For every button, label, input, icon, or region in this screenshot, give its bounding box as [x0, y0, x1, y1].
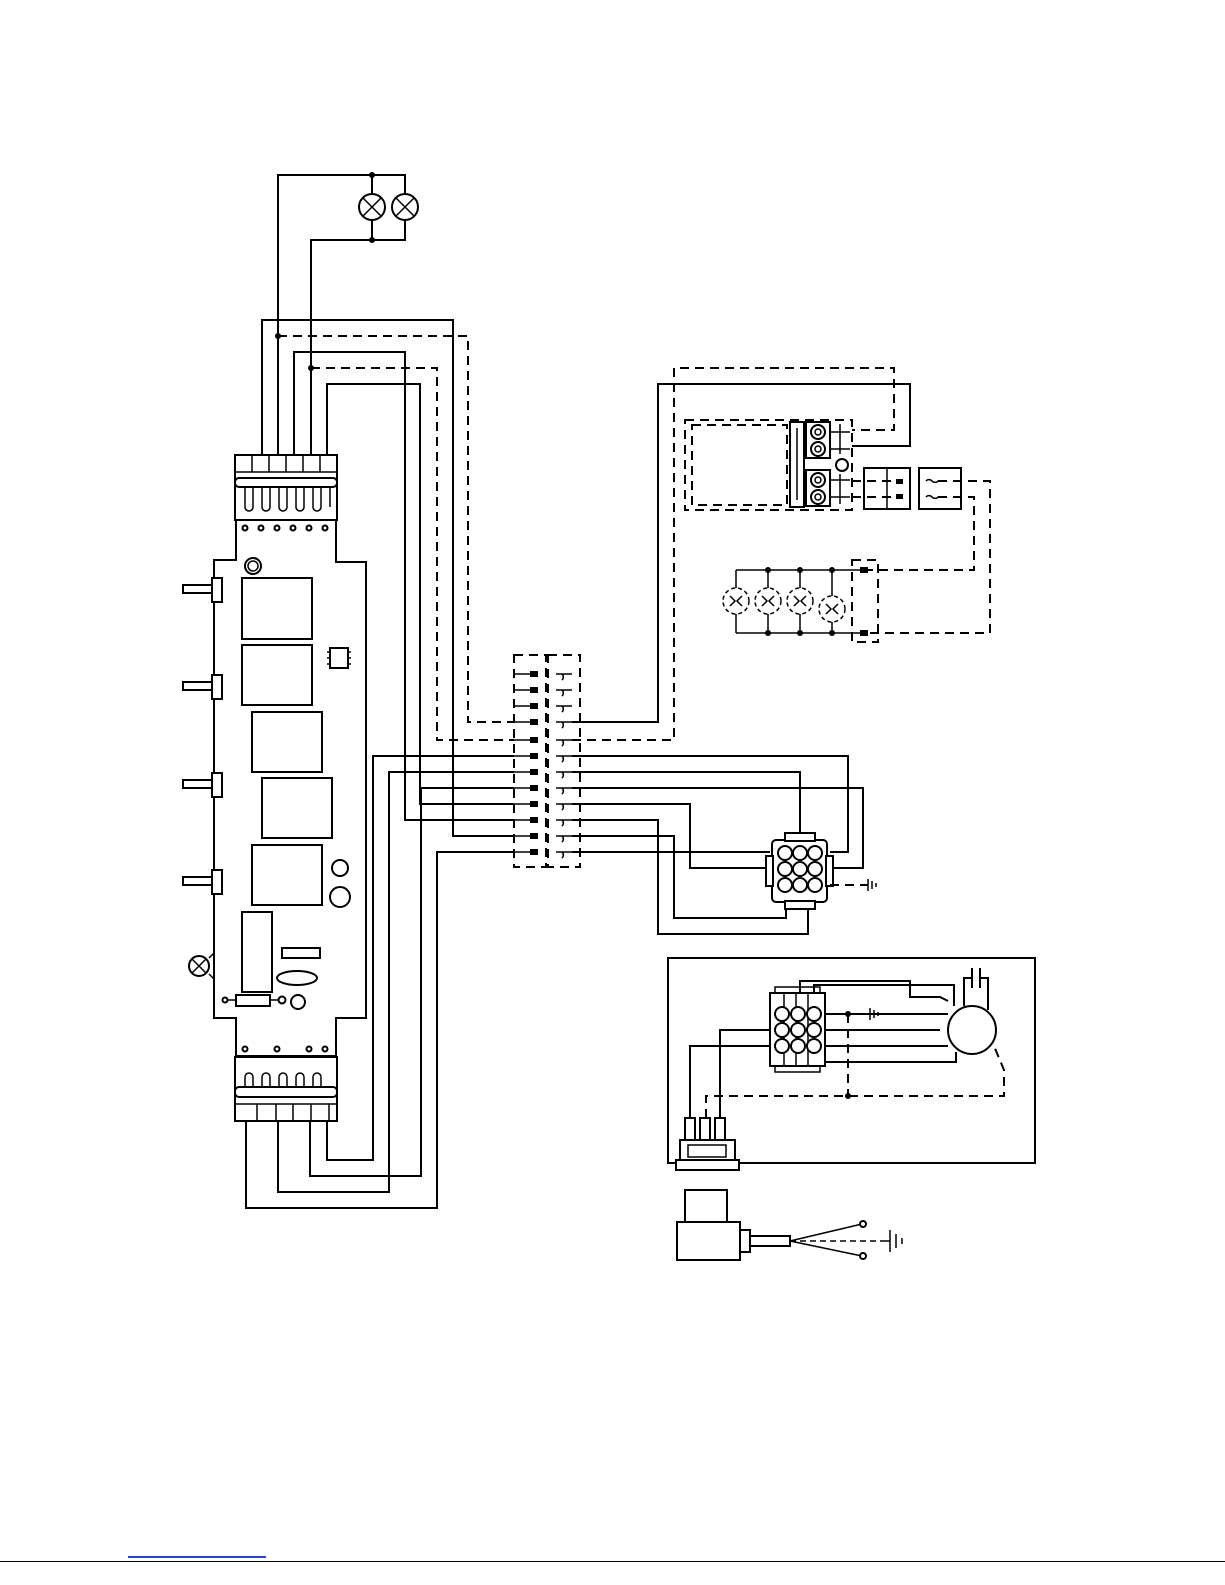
bulb-icon: [819, 570, 845, 633]
lamp-icon: [359, 194, 385, 220]
control-board: [183, 455, 366, 1121]
terminal-pin: [514, 849, 572, 858]
ground-icon: [880, 1230, 902, 1252]
motor-box: [668, 958, 1035, 1170]
connector-9pin: [766, 833, 876, 909]
terminal-pin: [514, 737, 572, 746]
heater-assembly: [685, 420, 990, 633]
side-tab: [183, 675, 222, 699]
bulb-icon: [787, 570, 813, 633]
bulb-icon: [755, 570, 781, 633]
side-tab: [183, 578, 222, 602]
pilot-lamps: [278, 172, 418, 455]
side-tab: [183, 773, 222, 797]
relay: [242, 645, 312, 705]
terminal-pin: [514, 671, 572, 680]
solenoid: [677, 1190, 902, 1260]
terminal-pin: [514, 703, 572, 712]
top-terminal-strip: [235, 455, 337, 531]
footer-link-underline: [128, 1556, 266, 1558]
relay: [252, 712, 322, 772]
bulb-row: [723, 560, 878, 642]
terminal-pin: [514, 753, 572, 762]
chip-icon: [327, 648, 351, 668]
terminal-pin: [514, 817, 572, 826]
terminal-pin: [514, 785, 572, 794]
terminal-block: [514, 655, 580, 867]
lamp-icon: [392, 194, 418, 220]
terminal-pin: [514, 719, 572, 728]
right-wiring: [572, 368, 910, 934]
terminal-pin: [514, 801, 572, 810]
bottom-terminal-strip: [235, 1047, 337, 1122]
lamp-icon: [189, 953, 214, 979]
switch-icon: [676, 1118, 739, 1170]
terminal-pin: [514, 687, 572, 696]
relay: [262, 778, 332, 838]
footer-rule: [0, 1561, 1225, 1562]
terminal-pin: [514, 833, 572, 842]
relay: [242, 578, 312, 639]
side-tab: [183, 870, 222, 894]
motor-icon: [948, 1006, 996, 1054]
relay: [252, 845, 322, 905]
bulb-icon: [723, 570, 749, 633]
terminal-pin: [514, 769, 572, 778]
capacitor-icon: [964, 968, 988, 1010]
ground-icon: [868, 879, 876, 891]
